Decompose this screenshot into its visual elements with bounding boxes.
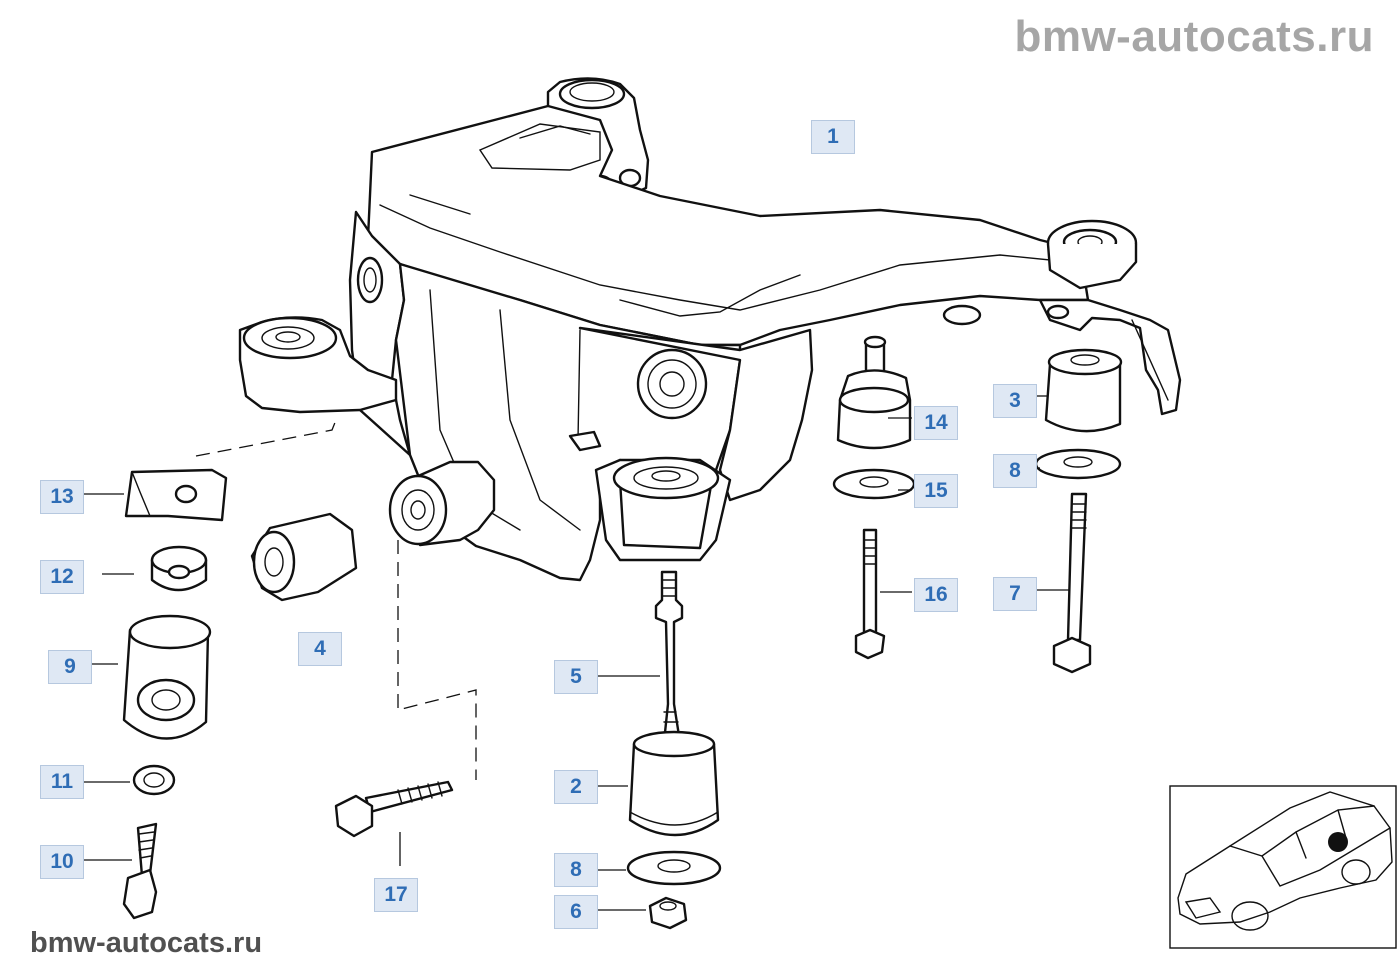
callout-7: 7 — [993, 577, 1037, 611]
rear-axle-carrier — [238, 77, 1182, 582]
part-4-bushing — [250, 512, 358, 602]
callout-4: 4 — [298, 632, 342, 666]
watermark-bottom: bmw-autocats.ru — [30, 927, 263, 959]
part-15-washer — [832, 468, 916, 500]
part-10-bolt — [122, 822, 158, 920]
part-3-mount — [1044, 348, 1123, 433]
callout-16: 16 — [914, 578, 958, 612]
part-6-nut — [648, 896, 688, 930]
callout-5: 5 — [554, 660, 598, 694]
callout-6: 6 — [554, 895, 598, 929]
part-17-bolt — [334, 780, 454, 838]
leader-lines — [84, 395, 1070, 911]
callout-9: 9 — [48, 650, 92, 684]
part-8-washer-lower — [626, 850, 722, 886]
callout-15: 15 — [914, 474, 958, 508]
part-7-bolt — [1052, 492, 1092, 674]
part-16-bolt — [854, 528, 886, 660]
callout-12: 12 — [40, 560, 84, 594]
car-location-thumbnail — [1169, 785, 1397, 949]
callout-8-upper: 8 — [993, 454, 1037, 488]
part-9-bushing — [122, 614, 212, 740]
part-11-washer — [132, 764, 176, 796]
part-2-mount — [628, 730, 720, 837]
callout-2: 2 — [554, 770, 598, 804]
callout-11: 11 — [40, 765, 84, 799]
callout-8-lower: 8 — [554, 853, 598, 887]
part-13-bracket — [124, 468, 228, 522]
callout-3: 3 — [993, 384, 1037, 418]
callout-17: 17 — [374, 878, 418, 912]
watermark-top: bmw-autocats.ru — [1014, 12, 1374, 61]
part-14-mount — [836, 335, 912, 450]
callout-13: 13 — [40, 480, 84, 514]
callout-14: 14 — [914, 406, 958, 440]
callout-1: 1 — [811, 120, 855, 154]
part-5-stud — [654, 570, 684, 744]
part-8-washer-upper — [1034, 448, 1122, 480]
callout-10: 10 — [40, 845, 84, 879]
part-12-bushing — [150, 545, 208, 592]
